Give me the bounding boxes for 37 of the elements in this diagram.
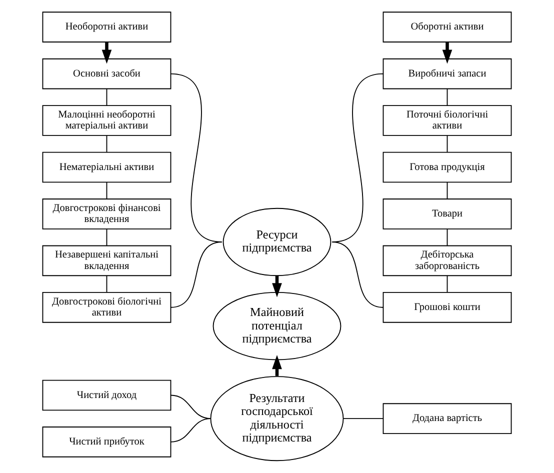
node-box: Додана вартість [382, 403, 512, 434]
connector [332, 242, 384, 308]
node-box: Дебіторська заборгованість [382, 245, 512, 276]
connector [446, 228, 448, 246]
node-box: Малоцінні необоротні матеріальні активи [42, 105, 172, 136]
node-box: Довгострокові біологічні активи [42, 292, 172, 323]
node-box: Довгострокові фінансові вкладення [42, 198, 172, 230]
node-box: Оборотні активи [382, 12, 512, 42]
arrow [442, 42, 452, 64]
connector [170, 394, 212, 420]
node-box: Грошові кошти [382, 292, 512, 323]
node-ellipse: Ресурси підприємства [222, 208, 332, 276]
node-box: Виробничі запаси [382, 58, 512, 90]
node-box: Нематеріальні активи [42, 152, 172, 183]
node-box: Незавершені капітальні вкладення [42, 245, 172, 276]
node-box: Готова продукція [382, 152, 512, 183]
arrow [102, 42, 112, 64]
connector [342, 418, 384, 420]
node-box: Необоротні активи [42, 12, 172, 42]
node-ellipse: Майновий потенціал підприємства [212, 292, 342, 360]
node-box: Поточні біологічні активи [382, 105, 512, 136]
node-box: Товари [382, 198, 512, 230]
node-box: Основні засоби [42, 58, 172, 90]
node-ellipse: Результати господарської діяльності підприємства [210, 376, 344, 462]
connector [446, 182, 448, 200]
connector [170, 418, 212, 442]
connector [446, 88, 448, 106]
connector [446, 135, 448, 153]
connector [106, 182, 108, 200]
connector [106, 88, 108, 106]
connector [106, 228, 108, 246]
connector [106, 275, 108, 293]
connector [106, 135, 108, 153]
connector [446, 275, 448, 293]
connector [170, 242, 222, 308]
node-box: Чистий прибуток [42, 426, 172, 458]
node-box: Чистий доход [42, 380, 172, 411]
